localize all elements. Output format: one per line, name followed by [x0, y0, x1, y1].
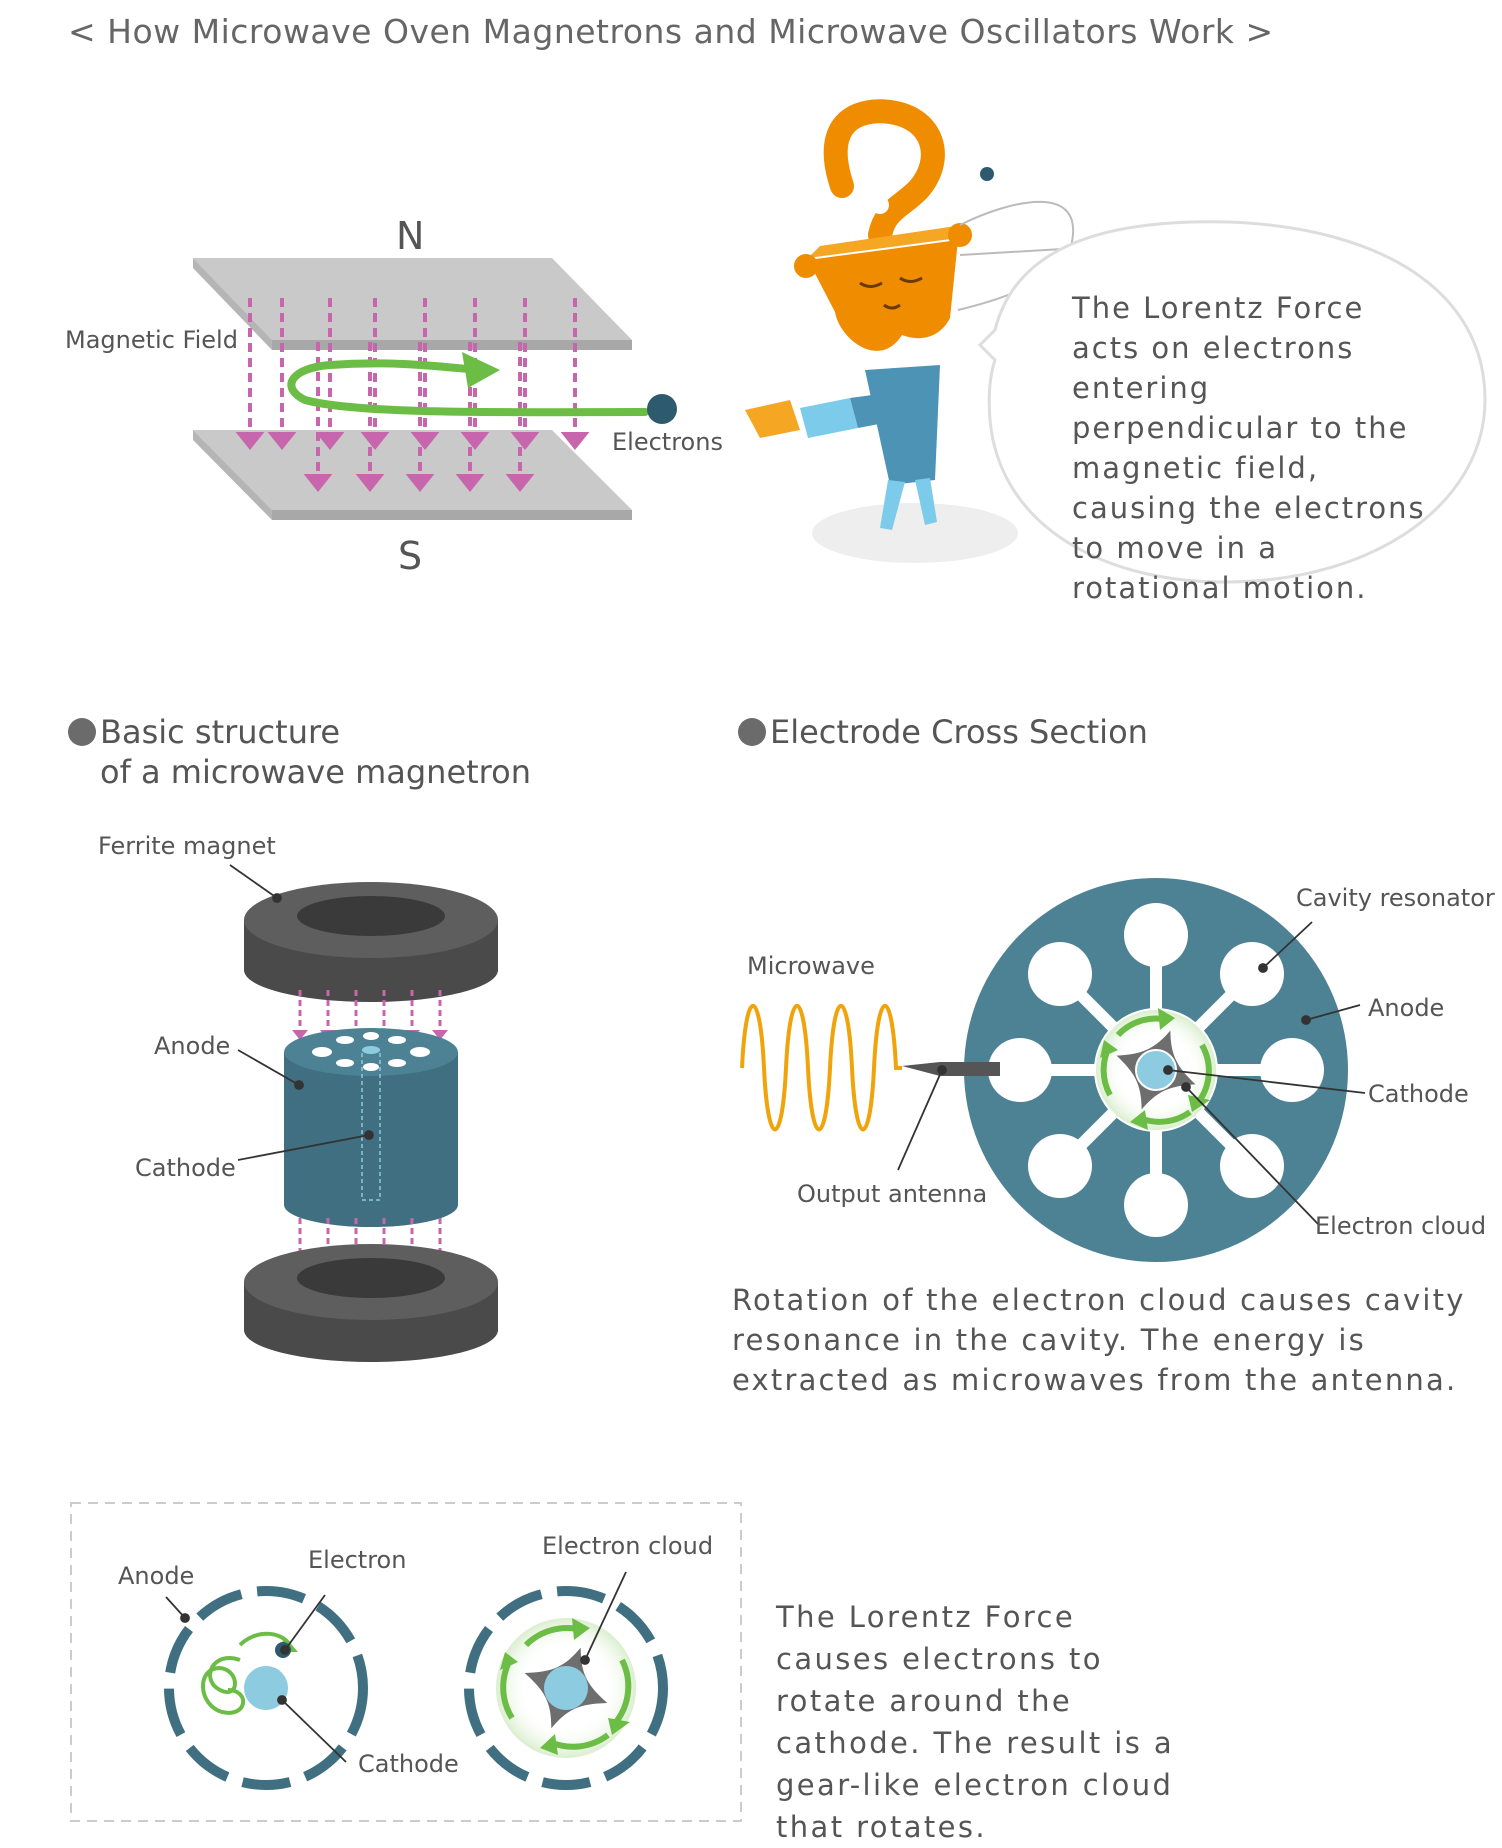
structure-heading: Basic structure of a microwave magnetron [68, 712, 531, 792]
field-arrowhead [267, 432, 297, 450]
electron-ball [647, 394, 677, 424]
speech-bubble [977, 220, 1487, 584]
field-arrowhead [455, 474, 485, 492]
field-arrowhead [460, 432, 490, 450]
field-arrowhead [292, 1030, 308, 1040]
cross-section-heading-text: Electrode Cross Section [770, 713, 1148, 751]
field-arrowhead [432, 1030, 448, 1040]
field-arrowhead [303, 474, 333, 492]
anode-label: Anode [154, 1032, 231, 1060]
electron-cloud-label: Electron cloud [542, 1532, 714, 1560]
field-arrowhead [405, 474, 435, 492]
speech-bubble-text: The Lorentz Force acts on electrons ente… [1072, 291, 1426, 605]
magnetic-field-label: Magnetic Field [65, 326, 238, 354]
field-arrowhead [560, 432, 590, 450]
field-arrowhead [505, 474, 535, 492]
field-arrowhead [235, 432, 265, 450]
bullet-dot-icon [68, 718, 96, 746]
north-pole-label: N [396, 214, 425, 258]
cross-section-heading: Electrode Cross Section [738, 712, 1148, 752]
output-antenna-label: Output antenna [797, 1180, 988, 1208]
cathode-label: Cathode [1368, 1080, 1469, 1108]
page-title: < How Microwave Oven Magnetrons and Micr… [68, 12, 1274, 51]
field-arrowhead [355, 474, 385, 492]
magnetron-structure [229, 864, 498, 1362]
ferrite-magnet-label: Ferrite magnet [98, 832, 276, 860]
south-plate [193, 430, 632, 510]
south-pole-label: S [398, 534, 423, 578]
cavity-resonator-label: Cavity resonator [1296, 884, 1495, 912]
rotation-caption: The Lorentz Force causes electrons to ro… [776, 1600, 1175, 1844]
rotation-box [70, 1502, 742, 1822]
electron-label: Electron [308, 1546, 407, 1574]
microwave-wave [740, 1003, 902, 1132]
microwave-label: Microwave [747, 952, 875, 980]
cross-section-caption: Rotation of the electron cloud causes ca… [732, 1283, 1466, 1397]
bullet-dot-icon [738, 718, 766, 746]
character-illustration [745, 99, 1095, 563]
north-plate [193, 258, 632, 340]
structure-heading-line1: Basic structure [100, 713, 341, 751]
anode-label: Anode [118, 1562, 195, 1590]
anode-label: Anode [1368, 994, 1445, 1022]
electron-orbit [287, 359, 649, 417]
field-arrowhead [315, 432, 345, 450]
field-arrowhead [410, 432, 440, 450]
cathode-label: Cathode [358, 1750, 459, 1778]
cathode-label: Cathode [135, 1154, 236, 1182]
field-arrowhead [360, 432, 390, 450]
structure-heading-line2: of a microwave magnetron [100, 753, 531, 791]
electrode-cross-section [740, 878, 1366, 1262]
magnet-plates-illustration [193, 258, 677, 520]
electron-cloud-label: Electron cloud [1315, 1212, 1487, 1240]
field-arrowhead [510, 432, 540, 450]
electrons-label: Electrons [612, 428, 723, 456]
